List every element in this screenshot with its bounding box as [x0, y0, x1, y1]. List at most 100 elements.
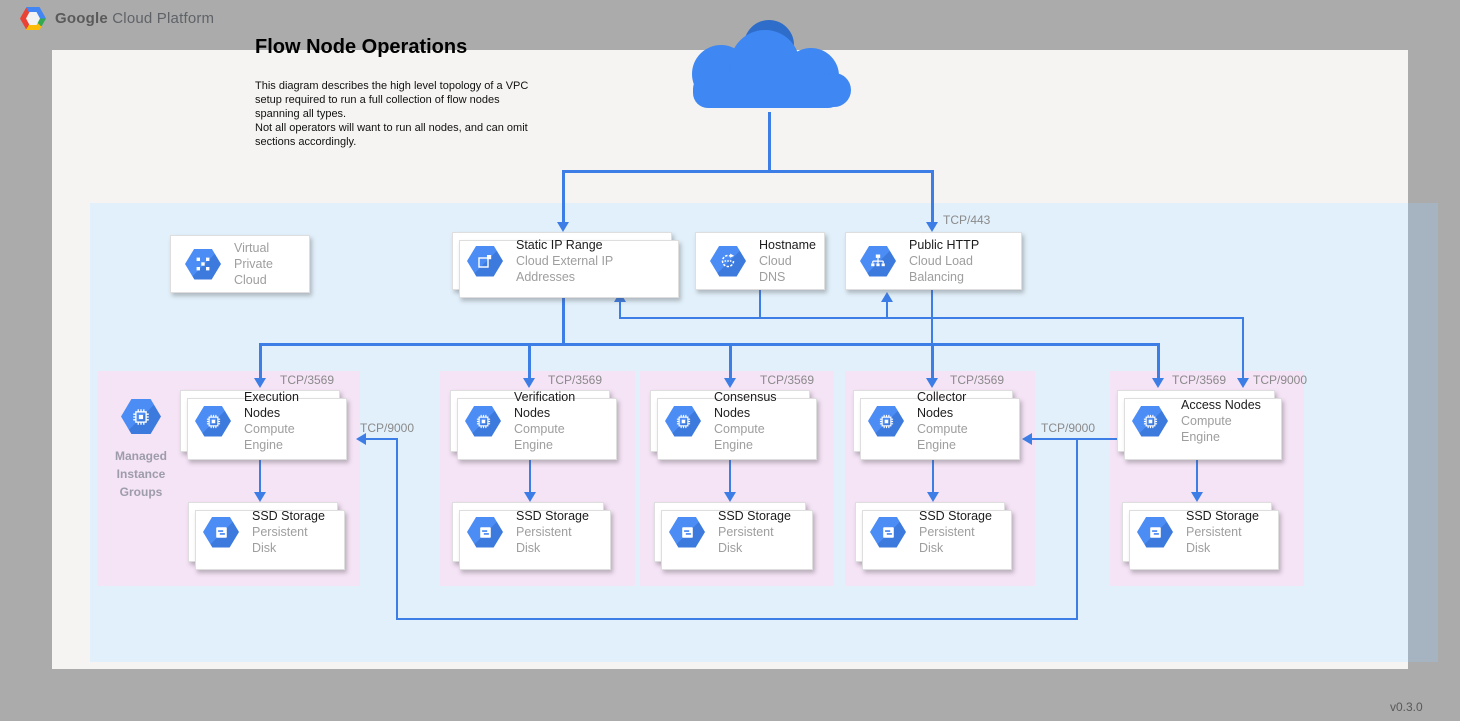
arrow-tcp9000-into-collector — [1022, 433, 1032, 445]
internet-cloud-icon — [692, 20, 851, 108]
consensus-ssd-subtitle: Persistent Disk — [718, 525, 774, 555]
connector-hostname-stem — [759, 290, 761, 318]
arrow-tcp3569-into-execution — [254, 378, 266, 388]
connector-up-staticip — [619, 302, 621, 318]
google-cloud-logo-icon — [20, 7, 46, 30]
hostname-title: Hostname — [759, 238, 816, 252]
access-nodes-subtitle: Compute Engine — [1181, 414, 1232, 444]
brand-cloud-platform: Cloud Platform — [112, 10, 215, 27]
access-nodes-title: Access Nodes — [1181, 398, 1261, 412]
vpc-title: Virtual Private Cloud — [234, 241, 273, 287]
brand-google: Google — [55, 10, 108, 27]
connector-cloud-stem — [768, 112, 771, 172]
port-label-tcp3569-verification: TCP/3569 — [548, 373, 603, 387]
card-execution-ssd: SSD Storage Persistent Disk — [188, 502, 345, 570]
gcp-brand: Google Cloud Platform — [20, 7, 214, 30]
persistent-disk-icon — [669, 516, 705, 548]
brand-text: Google Cloud Platform — [55, 10, 214, 27]
connector-consensus-to-ssd — [729, 460, 731, 493]
port-label-tcp3569-collector: TCP/3569 — [950, 373, 1005, 387]
connector-loop-left-vertical — [396, 438, 398, 620]
card-verification-nodes: Verification Nodes Compute Engine — [450, 390, 617, 460]
external-ip-icon — [467, 245, 503, 277]
card-static-ip-range: Static IP Range Cloud External IP Addres… — [452, 232, 679, 298]
connector-staticip-stem — [562, 290, 565, 345]
managed-instance-groups-label: Managed Instance Groups — [114, 449, 167, 499]
arrow-into-publichttp-top — [926, 222, 938, 232]
connector-drop-execution — [259, 343, 262, 379]
collector-nodes-title: Collector Nodes — [917, 390, 967, 420]
load-balancing-icon — [860, 245, 896, 277]
public-http-subtitle: Cloud Load Balancing — [909, 254, 973, 284]
connector-drop-verification — [528, 343, 531, 379]
consensus-ssd-title: SSD Storage — [718, 509, 791, 523]
connector-drop-access — [1157, 343, 1160, 379]
verification-nodes-title: Verification Nodes — [514, 390, 576, 420]
card-collector-nodes: Collector Nodes Compute Engine — [853, 390, 1020, 460]
execution-ssd-subtitle: Persistent Disk — [252, 525, 308, 555]
cloud-dns-icon — [710, 245, 746, 277]
card-virtual-private-cloud: Virtual Private Cloud — [170, 235, 310, 293]
port-label-tcp3569-consensus: TCP/3569 — [760, 373, 815, 387]
page-description: This diagram describes the high level to… — [255, 80, 529, 148]
collector-nodes-subtitle: Compute Engine — [917, 422, 968, 452]
port-label-tcp3569-access: TCP/3569 — [1172, 373, 1227, 387]
card-execution-nodes: Execution Nodes Compute Engine — [180, 390, 347, 460]
connector-drop-collector — [931, 343, 934, 379]
connector-execution-to-ssd — [259, 460, 261, 493]
persistent-disk-icon — [203, 516, 239, 548]
connector-cloud-to-staticip — [562, 170, 565, 223]
static-ip-title: Static IP Range — [516, 238, 603, 252]
port-label-tcp9000-collector: TCP/9000 — [1041, 421, 1096, 435]
vpc-icon — [185, 248, 221, 280]
connector-access-to-ssd — [1196, 460, 1198, 493]
connector-verification-to-ssd — [529, 460, 531, 493]
connector-cloud-to-publichttp — [931, 170, 934, 223]
card-access-nodes: Access Nodes Compute Engine — [1117, 390, 1282, 460]
arrow-into-access-ssd — [1191, 492, 1203, 502]
arrow-tcp3569-into-verification — [523, 378, 535, 388]
card-hostname: Hostname Cloud DNS — [695, 232, 825, 290]
execution-ssd-title: SSD Storage — [252, 509, 325, 523]
arrow-into-consensus-ssd — [724, 492, 736, 502]
access-ssd-subtitle: Persistent Disk — [1186, 525, 1242, 555]
card-consensus-nodes: Consensus Nodes Compute Engine — [650, 390, 817, 460]
card-access-ssd: SSD Storage Persistent Disk — [1122, 502, 1279, 570]
port-label-tcp9000-execution: TCP/9000 — [360, 421, 415, 435]
persistent-disk-icon — [870, 516, 906, 548]
connector-top-bus — [562, 170, 934, 173]
collector-ssd-subtitle: Persistent Disk — [919, 525, 975, 555]
port-label-tcp3569-execution: TCP/3569 — [280, 373, 335, 387]
consensus-nodes-title: Consensus Nodes — [714, 390, 777, 420]
compute-engine-icon — [868, 405, 904, 437]
arrow-tcp9000-into-access — [1237, 378, 1249, 388]
card-public-http: Public HTTP Cloud Load Balancing — [845, 232, 1022, 290]
vpc-network-region-overflow — [1408, 203, 1438, 662]
verification-ssd-subtitle: Persistent Disk — [516, 525, 572, 555]
static-ip-subtitle: Cloud External IP Addresses — [516, 254, 614, 284]
persistent-disk-icon — [1137, 516, 1173, 548]
connector-publichttp-stem — [931, 290, 933, 343]
port-label-tcp443: TCP/443 — [943, 213, 991, 227]
version-label: v0.3.0 — [1390, 700, 1423, 714]
connector-loop-to-execution — [366, 438, 398, 440]
connector-loop-bottom — [396, 618, 1078, 620]
compute-engine-icon — [665, 405, 701, 437]
arrow-into-verification-ssd — [524, 492, 536, 502]
connector-loop-right-vertical — [1076, 438, 1078, 620]
arrow-tcp3569-into-access — [1152, 378, 1164, 388]
arrow-into-staticip-top — [557, 222, 569, 232]
execution-nodes-title: Execution Nodes — [244, 390, 299, 420]
arrow-into-execution-ssd — [254, 492, 266, 502]
compute-engine-icon — [465, 405, 501, 437]
connector-main-bus — [261, 343, 1159, 346]
hostname-subtitle: Cloud DNS — [759, 254, 792, 284]
access-ssd-title: SSD Storage — [1186, 509, 1259, 523]
card-collector-ssd: SSD Storage Persistent Disk — [855, 502, 1012, 570]
public-http-title: Public HTTP — [909, 238, 980, 252]
compute-engine-icon — [195, 405, 231, 437]
persistent-disk-icon — [467, 516, 503, 548]
card-consensus-ssd: SSD Storage Persistent Disk — [654, 502, 813, 570]
arrow-tcp3569-into-collector — [926, 378, 938, 388]
compute-engine-icon — [1132, 405, 1168, 437]
